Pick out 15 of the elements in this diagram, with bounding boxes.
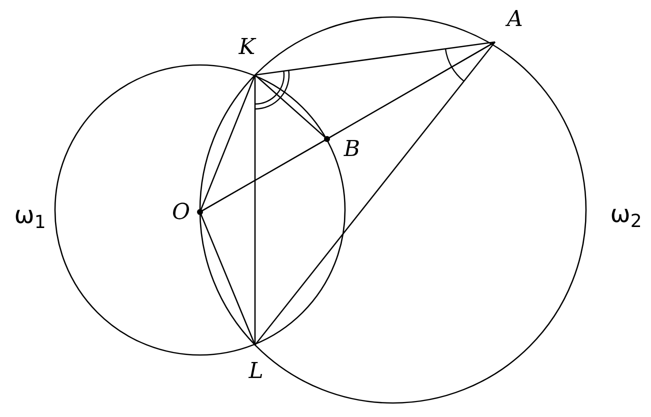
line-segment: [199, 212, 256, 346]
line-segment: [326, 41, 496, 140]
line-segment: [254, 41, 496, 76]
line-segment: [254, 42, 496, 346]
circle-label: ω$_{2}$: [610, 202, 642, 226]
line-segment: [254, 75, 256, 345]
line-segment: [254, 74, 328, 140]
point-label: O: [172, 202, 190, 224]
point-label: L: [248, 361, 264, 383]
point-label: B: [344, 139, 360, 161]
point-label: A: [507, 9, 523, 31]
circle-label: ω$_{1}$: [14, 203, 46, 227]
point-label: K: [238, 37, 256, 59]
line-segment: [200, 138, 328, 213]
line-segment: [199, 74, 256, 212]
